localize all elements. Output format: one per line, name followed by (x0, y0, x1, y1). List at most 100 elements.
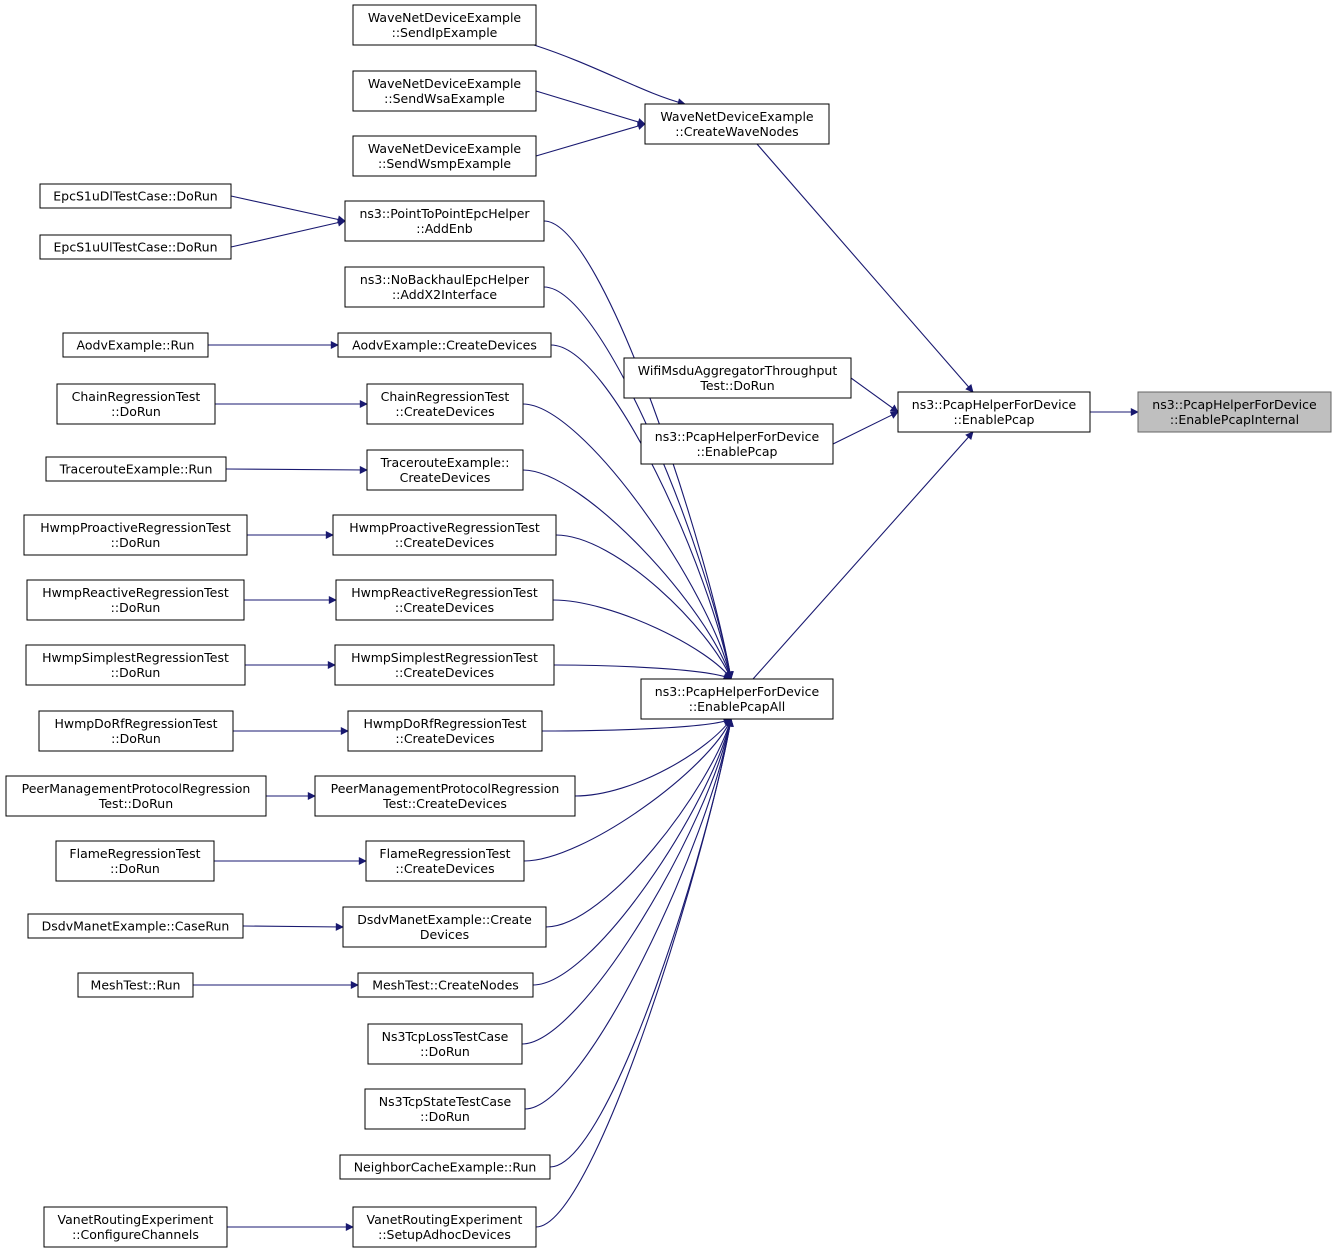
node-epc-dl[interactable]: EpcS1uDlTestCase::DoRun (39, 183, 232, 209)
node-box (314, 775, 576, 817)
node-aodv-create[interactable]: AodvExample::CreateDevices (337, 332, 552, 358)
node-label-line: ::DoRun (111, 600, 161, 615)
node-box (334, 644, 555, 686)
node-label-line: ::CreateWaveNodes (675, 124, 798, 139)
edge-pcap-all-to-pcap-enable (752, 431, 974, 680)
node-hwmp-pro-create[interactable]: HwmpProactiveRegressionTest::CreateDevic… (332, 514, 557, 556)
node-label-line: EpcS1uDlTestCase::DoRun (53, 189, 217, 204)
node-label-line: ::SendWsmpExample (378, 156, 511, 171)
node-label-line: ::SetupAdhocDevices (378, 1227, 511, 1242)
node-trace-run[interactable]: TracerouteExample::Run (45, 456, 227, 482)
edge-tcp-state-to-pcap-all (524, 718, 734, 1110)
node-hwmp-re-run[interactable]: HwmpReactiveRegressionTest::DoRun (26, 579, 245, 621)
node-label-line: MeshTest::Run (91, 978, 181, 993)
node-box (62, 332, 209, 358)
node-box (25, 644, 246, 686)
node-label-line: ChainRegressionTest (381, 389, 510, 404)
node-wave-sendwsa[interactable]: WaveNetDeviceExample::SendWsaExample (352, 70, 537, 112)
node-chain-run[interactable]: ChainRegressionTest::DoRun (56, 383, 216, 425)
edge-wave-sendwsa-to-wave-create (535, 90, 646, 126)
node-label-line: Test::DoRun (98, 796, 173, 811)
node-label-line: ::DoRun (111, 665, 161, 680)
node-box (39, 234, 232, 260)
edge-pcap-enable2-to-pcap-enable (832, 411, 899, 445)
edge-wave-sendwsmp-to-wave-create (535, 122, 646, 157)
node-flame-create[interactable]: FlameRegressionTest::CreateDevices (365, 840, 525, 882)
edge-epc-ul-to-epc-addenb (230, 218, 346, 248)
node-box (39, 183, 232, 209)
edge-trace-run-to-trace-create (225, 465, 368, 474)
node-epc-addenb[interactable]: ns3::PointToPointEpcHelper::AddEnb (344, 200, 545, 242)
node-label-line: ns3::PointToPointEpcHelper (359, 206, 530, 221)
node-tcp-state[interactable]: Ns3TcpStateTestCase::DoRun (364, 1088, 526, 1130)
node-label-line: WaveNetDeviceExample (368, 76, 522, 91)
node-dsdv-run[interactable]: DsdvManetExample::CaseRun (27, 913, 244, 939)
edge-dsdv-create-to-pcap-all (545, 718, 733, 928)
node-vanet-setup[interactable]: VanetRoutingExperiment::SetupAdhocDevice… (352, 1206, 537, 1248)
node-box (339, 1154, 551, 1180)
node-box (352, 70, 537, 112)
edge-dsdv-run-to-dsdv-create (242, 922, 344, 931)
node-mesh-create[interactable]: MeshTest::CreateNodes (357, 972, 534, 998)
node-peer-run[interactable]: PeerManagementProtocolRegressionTest::Do… (5, 775, 267, 817)
node-label-line: DsdvManetExample::CaseRun (42, 919, 230, 934)
node-vanet-config[interactable]: VanetRoutingExperiment::ConfigureChannel… (43, 1206, 228, 1248)
node-label-line: WifiMsduAggregatorThroughput (638, 363, 838, 378)
node-box (347, 710, 543, 752)
node-dsdv-create[interactable]: DsdvManetExample::CreateDevices (342, 906, 547, 948)
node-mesh-run[interactable]: MeshTest::Run (77, 972, 194, 998)
node-tcp-loss[interactable]: Ns3TcpLossTestCase::DoRun (367, 1023, 523, 1065)
node-label-line: ::SendIpExample (392, 25, 498, 40)
node-hwmp-rf-run[interactable]: HwmpDoRfRegressionTest::DoRun (38, 710, 234, 752)
edge-hwmp-si-create-to-pcap-all (553, 664, 732, 680)
node-wave-create[interactable]: WaveNetDeviceExample::CreateWaveNodes (644, 103, 830, 145)
node-box (352, 135, 537, 177)
node-label-line: Ns3TcpLossTestCase (382, 1029, 509, 1044)
node-label-line: DsdvManetExample::Create (357, 912, 532, 927)
node-label-line: HwmpReactiveRegressionTest (42, 585, 229, 600)
edge-tcp-loss-to-pcap-all (521, 718, 734, 1045)
node-neighbor[interactable]: NeighborCacheExample::Run (339, 1154, 551, 1180)
node-hwmp-rf-create[interactable]: HwmpDoRfRegressionTest::CreateDevices (347, 710, 543, 752)
node-hwmp-si-create[interactable]: HwmpSimplestRegressionTest::CreateDevice… (334, 644, 555, 686)
edge-epc-addenb-to-pcap-all (543, 220, 734, 680)
node-box (38, 710, 234, 752)
node-pcap-all[interactable]: ns3::PcapHelperForDevice::EnablePcapAll (640, 678, 834, 720)
node-pcap-internal[interactable]: ns3::PcapHelperForDevice::EnablePcapInte… (1137, 391, 1332, 433)
node-label-line: ns3::PcapHelperForDevice (655, 684, 820, 699)
node-label-line: ::EnablePcapAll (689, 699, 786, 714)
node-nobackhaul[interactable]: ns3::NoBackhaulEpcHelper::AddX2Interface (344, 266, 545, 308)
node-chain-create[interactable]: ChainRegressionTest::CreateDevices (366, 383, 524, 425)
node-wave-sendwsmp[interactable]: WaveNetDeviceExample::SendWsmpExample (352, 135, 537, 177)
node-flame-run[interactable]: FlameRegressionTest::DoRun (55, 840, 215, 882)
node-peer-create[interactable]: PeerManagementProtocolRegressionTest::Cr… (314, 775, 576, 817)
node-label-line: FlameRegressionTest (379, 846, 510, 861)
node-wave-sendip[interactable]: WaveNetDeviceExample::SendIpExample (352, 4, 537, 46)
node-box (644, 103, 830, 145)
node-box (640, 423, 834, 465)
node-label-line: PeerManagementProtocolRegression (331, 781, 560, 796)
edge-peer-create-to-pcap-all (574, 718, 732, 797)
node-epc-ul[interactable]: EpcS1uUlTestCase::DoRun (39, 234, 232, 260)
nodes-layer: ns3::PcapHelperForDevice::EnablePcapInte… (5, 4, 1332, 1248)
node-aodv-run[interactable]: AodvExample::Run (62, 332, 209, 358)
node-hwmp-pro-run[interactable]: HwmpProactiveRegressionTest::DoRun (23, 514, 248, 556)
node-label-line: HwmpProactiveRegressionTest (40, 520, 231, 535)
node-label-line: HwmpDoRfRegressionTest (54, 716, 217, 731)
node-label-line: ::DoRun (111, 731, 161, 746)
node-box (640, 678, 834, 720)
edge-trace-create-to-pcap-all (522, 469, 733, 680)
node-box (352, 1206, 537, 1248)
node-box (335, 579, 554, 621)
node-trace-create[interactable]: TracerouteExample::CreateDevices (366, 449, 524, 491)
node-label-line: ns3::PcapHelperForDevice (655, 429, 820, 444)
node-box (1137, 391, 1332, 433)
node-pcap-enable[interactable]: ns3::PcapHelperForDevice::EnablePcap (897, 391, 1091, 433)
node-hwmp-re-create[interactable]: HwmpReactiveRegressionTest::CreateDevice… (335, 579, 554, 621)
node-hwmp-si-run[interactable]: HwmpSimplestRegressionTest::DoRun (25, 644, 246, 686)
edge-wave-sendip-to-wave-create (533, 44, 686, 107)
node-label-line: PeerManagementProtocolRegression (22, 781, 251, 796)
edge-hwmp-re-create-to-pcap-all (552, 599, 732, 680)
node-pcap-enable2[interactable]: ns3::PcapHelperForDevice::EnablePcap (640, 423, 834, 465)
